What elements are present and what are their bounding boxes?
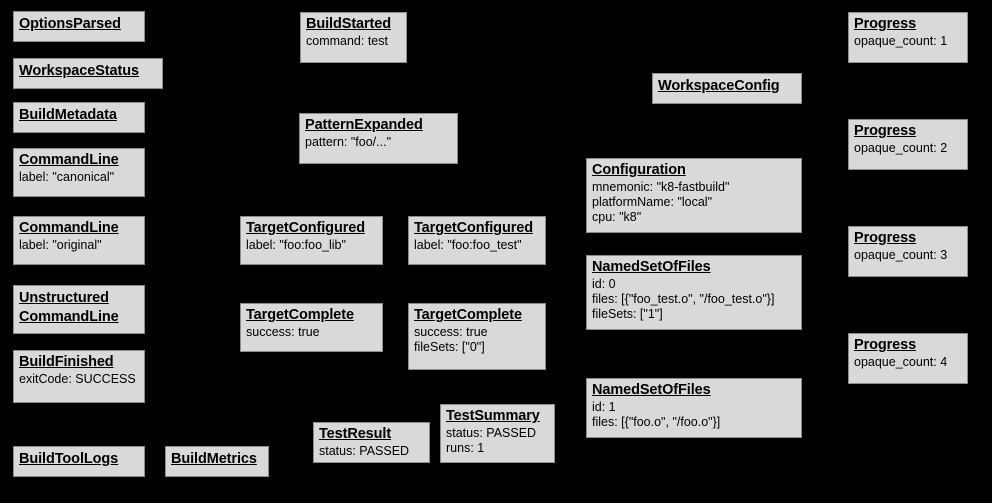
node-title: TargetConfigured — [246, 220, 365, 236]
node-target-configured-foo-lib[interactable]: TargetConfigured label: "foo:foo_lib" — [240, 216, 383, 265]
node-named-set-of-files-0[interactable]: NamedSetOfFiles id: 0 files: [{"foo_test.… — [586, 255, 802, 330]
node-progress-1[interactable]: Progress opaque_count: 1 — [848, 12, 968, 63]
node-fields: command: test — [306, 34, 388, 48]
node-title: Progress — [854, 16, 917, 32]
node-target-configured-foo-test[interactable]: TargetConfigured label: "foo:foo_test" — [408, 216, 546, 265]
node-build-metadata[interactable]: BuildMetadata — [13, 102, 145, 133]
node-title: BuildStarted — [306, 16, 392, 32]
node-workspace-config[interactable]: WorkspaceConfig — [652, 73, 802, 104]
node-fields: exitCode: SUCCESS — [19, 372, 136, 386]
node-fields: opaque_count: 1 — [854, 34, 948, 48]
node-fields: label: "original" — [19, 238, 102, 252]
node-build-metrics[interactable]: BuildMetrics — [165, 446, 269, 477]
node-fields: opaque_count: 3 — [854, 248, 948, 262]
node-title: BuildFinished — [19, 354, 114, 370]
node-title: BuildToolLogs — [19, 451, 119, 467]
node-fields: success: true — [246, 325, 320, 339]
node-build-started[interactable]: BuildStarted command: test — [300, 12, 407, 63]
node-title: TargetComplete — [414, 307, 522, 323]
node-title: NamedSetOfFiles — [592, 259, 711, 275]
node-fields: label: "foo:foo_test" — [414, 238, 522, 252]
node-test-summary[interactable]: TestSummary status: PASSED runs: 1 — [440, 404, 555, 463]
node-progress-3[interactable]: Progress opaque_count: 3 — [848, 226, 968, 277]
node-build-finished[interactable]: BuildFinished exitCode: SUCCESS — [13, 350, 145, 403]
node-configuration[interactable]: Configuration mnemonic: "k8-fastbuild" pl… — [586, 158, 802, 233]
node-title: TestResult — [319, 426, 392, 442]
node-fields: pattern: "foo/..." — [305, 135, 392, 149]
node-fields: id: 0 files: [{"foo_test.o", "/foo_test.… — [592, 277, 775, 321]
node-title: CommandLine — [19, 152, 119, 168]
node-fields: success: true fileSets: ["0"] — [414, 325, 488, 354]
node-title: Configuration — [592, 162, 686, 178]
node-title: WorkspaceConfig — [658, 78, 780, 94]
node-title: TestSummary — [446, 408, 540, 424]
node-pattern-expanded[interactable]: PatternExpanded pattern: "foo/..." — [299, 113, 458, 164]
node-title: WorkspaceStatus — [19, 63, 139, 79]
node-fields: id: 1 files: [{"foo.o", "/foo.o"}] — [592, 400, 721, 429]
node-fields: label: "foo:foo_lib" — [246, 238, 346, 252]
node-progress-4[interactable]: Progress opaque_count: 4 — [848, 333, 968, 384]
node-title: Progress — [854, 123, 917, 139]
node-fields: opaque_count: 2 — [854, 141, 948, 155]
node-command-line-original[interactable]: CommandLine label: "original" — [13, 216, 145, 265]
node-title: BuildMetadata — [19, 107, 117, 123]
node-title: TargetComplete — [246, 307, 354, 323]
node-fields: mnemonic: "k8-fastbuild" platformName: "… — [592, 180, 730, 224]
node-title: Unstructured CommandLine — [19, 290, 119, 325]
node-build-tool-logs[interactable]: BuildToolLogs — [13, 446, 145, 477]
node-target-complete-test[interactable]: TargetComplete success: true fileSets: ["… — [408, 303, 546, 370]
node-unstructured-command-line[interactable]: Unstructured CommandLine — [13, 285, 145, 334]
node-fields: opaque_count: 4 — [854, 355, 948, 369]
node-progress-2[interactable]: Progress opaque_count: 2 — [848, 119, 968, 170]
node-title: TargetConfigured — [414, 220, 533, 236]
node-title: CommandLine — [19, 220, 119, 236]
node-named-set-of-files-1[interactable]: NamedSetOfFiles id: 1 files: [{"foo.o", "… — [586, 378, 802, 438]
node-title: Progress — [854, 230, 917, 246]
node-fields: status: PASSED — [319, 444, 410, 458]
node-command-line-canonical[interactable]: CommandLine label: "canonical" — [13, 148, 145, 197]
node-workspace-status[interactable]: WorkspaceStatus — [13, 58, 163, 89]
node-title: BuildMetrics — [171, 451, 257, 467]
node-target-complete-lib[interactable]: TargetComplete success: true — [240, 303, 383, 352]
node-title: Progress — [854, 337, 917, 353]
node-title: NamedSetOfFiles — [592, 382, 711, 398]
node-fields: status: PASSED runs: 1 — [446, 426, 537, 455]
node-title: PatternExpanded — [305, 117, 423, 133]
node-fields: label: "canonical" — [19, 170, 115, 184]
node-options-parsed[interactable]: OptionsParsed — [13, 11, 145, 42]
node-test-result[interactable]: TestResult status: PASSED — [313, 422, 430, 463]
node-title: OptionsParsed — [19, 16, 121, 32]
